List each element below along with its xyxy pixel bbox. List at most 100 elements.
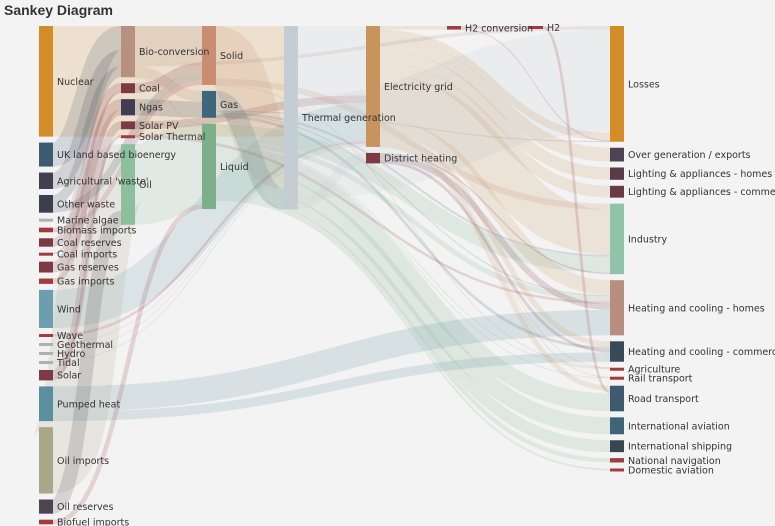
node-label-lighting-appliances-commercial: Lighting & appliances - commercial — [628, 187, 775, 198]
link-other-waste-to-bio-conversion[interactable] — [51, 66, 123, 206]
node-international-aviation[interactable] — [610, 417, 624, 435]
link-biofuel-imports-to-liquid[interactable] — [52, 204, 203, 525]
link-solar-thermal-to-heating-and-cooling-homes[interactable] — [134, 135, 611, 304]
link-gas-imports-to-ngas[interactable] — [52, 109, 122, 284]
link-pumped-heat-to-heating-and-cooling-homes[interactable] — [52, 309, 611, 412]
node-international-shipping[interactable] — [610, 440, 624, 453]
node-uk-land-based-bioenergy[interactable] — [39, 142, 53, 167]
link-electricity-grid-to-heating-and-cooling-homes[interactable] — [379, 119, 611, 296]
node-nuclear[interactable] — [39, 26, 53, 137]
node-ngas[interactable] — [121, 99, 135, 116]
node-liquid[interactable] — [202, 123, 216, 210]
link-coal-to-solid[interactable] — [134, 62, 203, 94]
node-national-navigation[interactable] — [610, 458, 624, 463]
link-thermal-generation-to-district-heating[interactable] — [297, 152, 367, 210]
link-electricity-grid-to-over-generation-exports[interactable] — [379, 37, 611, 162]
node-oil-reserves[interactable] — [39, 499, 53, 514]
node-domestic-aviation[interactable] — [610, 468, 624, 472]
link-other-waste-to-solid[interactable] — [52, 72, 203, 213]
link-liquid-to-national-navigation[interactable] — [215, 194, 611, 463]
link-bio-conversion-to-gas[interactable] — [134, 66, 203, 102]
node-gas[interactable] — [202, 90, 216, 118]
node-label-biofuel-imports: Biofuel imports — [57, 518, 129, 526]
node-lighting-appliances-commercial[interactable] — [610, 185, 624, 198]
node-geothermal[interactable] — [39, 342, 53, 346]
link-wave-to-electricity-grid[interactable] — [52, 141, 367, 337]
link-electricity-grid-to-heating-and-cooling-commercial[interactable] — [379, 134, 611, 347]
node-tidal[interactable] — [39, 360, 53, 364]
link-gas-reserves-to-ngas[interactable] — [51, 99, 123, 273]
node-coal-imports[interactable] — [39, 252, 53, 256]
link-uk-land-based-bioenergy-to-bio-conversion[interactable] — [50, 26, 124, 167]
link-district-heating-to-industry[interactable] — [379, 152, 611, 275]
link-h2-conversion-to-losses[interactable] — [460, 28, 611, 142]
link-ngas-to-gas[interactable] — [134, 99, 203, 118]
node-thermal-generation[interactable] — [284, 26, 298, 210]
node-road-transport[interactable] — [610, 385, 624, 412]
node-oil-imports[interactable] — [39, 427, 53, 494]
link-electricity-grid-to-lighting-appliances-homes[interactable] — [379, 50, 611, 180]
node-solar-thermal[interactable] — [121, 135, 135, 139]
link-agricultural-waste-to-bio-conversion[interactable] — [50, 49, 124, 189]
node-rail-transport[interactable] — [610, 376, 624, 380]
link-electricity-grid-to-rail-transport[interactable] — [379, 141, 611, 378]
link-electricity-grid-to-losses[interactable] — [379, 29, 611, 141]
link-liquid-to-thermal-generation[interactable] — [215, 123, 285, 210]
link-electricity-grid-to-agriculture[interactable] — [379, 140, 611, 369]
node-agricultural-waste[interactable] — [39, 172, 53, 189]
link-district-heating-to-heating-and-cooling-commercial[interactable] — [379, 160, 611, 353]
node-coal-reserves[interactable] — [39, 238, 53, 247]
node-district-heating[interactable] — [366, 152, 380, 164]
link-gas-to-thermal-generation[interactable] — [213, 90, 287, 210]
link-liquid-to-domestic-aviation[interactable] — [215, 198, 611, 471]
node-bio-conversion[interactable] — [121, 26, 135, 78]
link-coal-reserves-to-coal[interactable] — [51, 83, 123, 247]
node-gas-reserves[interactable] — [39, 261, 53, 273]
node-h2[interactable] — [529, 26, 543, 29]
link-pumped-heat-to-heating-and-cooling-commercial[interactable] — [52, 352, 611, 422]
node-biomass-imports[interactable] — [39, 227, 53, 233]
node-other-waste[interactable] — [39, 194, 53, 213]
link-bio-conversion-to-liquid[interactable] — [134, 77, 203, 125]
node-wind[interactable] — [39, 289, 53, 328]
node-marine-algae[interactable] — [39, 218, 53, 222]
link-electricity-grid-to-industry[interactable] — [378, 74, 612, 255]
node-electricity-grid[interactable] — [366, 26, 380, 147]
node-coal[interactable] — [121, 83, 135, 94]
node-industry[interactable] — [610, 203, 624, 275]
node-solar-pv[interactable] — [121, 121, 135, 130]
node-solid[interactable] — [202, 26, 216, 85]
link-solar-to-solar-pv[interactable] — [51, 121, 123, 378]
link-solid-to-thermal-generation[interactable] — [206, 26, 294, 190]
node-wave[interactable] — [39, 333, 53, 337]
node-heating-and-cooling-homes[interactable] — [610, 280, 624, 336]
node-oil[interactable] — [121, 144, 135, 225]
link-marine-algae-to-bio-conversion[interactable] — [52, 76, 122, 220]
link-tidal-to-electricity-grid[interactable] — [52, 145, 367, 363]
link-electricity-grid-to-road-transport[interactable] — [379, 142, 611, 391]
link-coal-imports-to-coal[interactable] — [52, 91, 122, 255]
link-hydro-to-electricity-grid[interactable] — [52, 144, 367, 353]
node-biofuel-imports[interactable] — [39, 519, 53, 525]
node-h2-conversion[interactable] — [447, 26, 461, 30]
link-district-heating-to-heating-and-cooling-homes[interactable] — [379, 154, 611, 310]
node-gas-imports[interactable] — [39, 278, 53, 284]
link-thermal-generation-to-losses[interactable] — [297, 29, 611, 199]
link-geothermal-to-electricity-grid[interactable] — [52, 143, 367, 344]
link-oil-reserves-to-oil[interactable] — [50, 210, 124, 514]
node-losses[interactable] — [610, 26, 624, 142]
node-solar[interactable] — [39, 369, 53, 381]
node-over-generation-exports[interactable] — [610, 147, 624, 162]
link-electricity-grid-to-lighting-appliances-commercial[interactable] — [379, 63, 611, 198]
node-hydro[interactable] — [39, 351, 53, 355]
link-oil-imports-to-oil[interactable] — [31, 144, 143, 494]
link-oil-to-liquid[interactable] — [132, 123, 205, 225]
link-wind-to-electricity-grid[interactable] — [52, 103, 367, 328]
node-agriculture[interactable] — [610, 367, 624, 371]
node-lighting-appliances-homes[interactable] — [610, 167, 624, 180]
node-pumped-heat[interactable] — [39, 386, 53, 422]
link-h2-to-road-transport[interactable] — [542, 26, 611, 394]
link-solar-to-solar-thermal[interactable] — [52, 135, 122, 381]
link-solar-pv-to-electricity-grid[interactable] — [134, 95, 367, 130]
node-heating-and-cooling-commercial[interactable] — [610, 341, 624, 362]
